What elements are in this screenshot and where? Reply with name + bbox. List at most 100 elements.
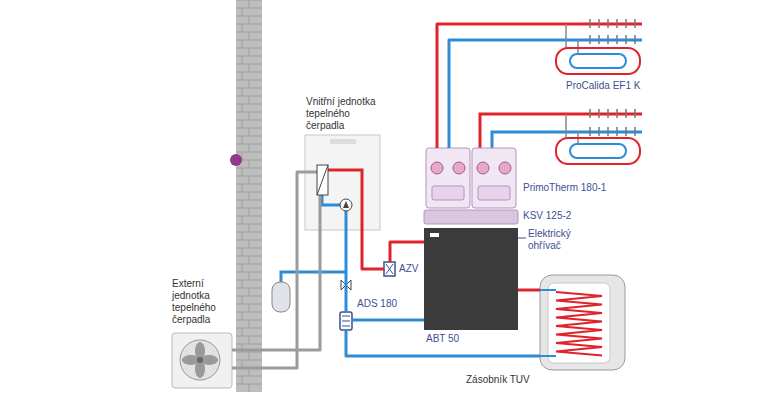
brick-joint [236, 8, 262, 9]
tap [634, 19, 636, 28]
tap [616, 127, 618, 136]
brick-joint [236, 24, 262, 25]
manifold-bar [548, 39, 642, 42]
separator-symbol [384, 262, 395, 276]
brick-joint [242, 232, 243, 240]
indoor-display [330, 139, 356, 144]
brick-joint [249, 112, 250, 120]
brick-joint [236, 264, 262, 265]
tap [616, 35, 618, 44]
component-box: Externí jednotka tepelného čerpadla [172, 333, 232, 388]
component-label: ABT 50 [426, 333, 459, 345]
wall-marker [230, 154, 236, 166]
manifold-bar [548, 23, 642, 26]
tap [598, 127, 600, 136]
tap [625, 35, 627, 44]
manifold-bar [480, 114, 642, 148]
component-label: KSV 125-2 [523, 210, 571, 222]
brick-joint [236, 376, 262, 377]
brick-joint [236, 104, 262, 105]
brick-joint [236, 56, 262, 57]
coil-winding [556, 292, 602, 356]
component-label: Zásobník TUV [466, 374, 530, 386]
brick-joint [236, 328, 262, 329]
tap [607, 35, 609, 44]
brick-joint [242, 168, 243, 176]
pipe [437, 24, 548, 148]
brick-joint [249, 80, 250, 88]
pump-symbol [477, 162, 489, 174]
tap [634, 35, 636, 44]
manifold-bar [492, 132, 642, 148]
tap [625, 19, 627, 28]
brick-joint [242, 56, 243, 64]
brick-joint [249, 384, 250, 392]
component-box: Zásobník TUV [540, 275, 625, 370]
brick-joint [249, 256, 250, 264]
tap [598, 19, 600, 28]
component-label: ADS 180 [357, 298, 397, 310]
component-label: AZV [399, 263, 418, 275]
heating-loop [556, 48, 640, 74]
tap [616, 109, 618, 118]
brick-joint [236, 312, 262, 313]
pump-symbol [340, 199, 352, 211]
tap [625, 127, 627, 136]
vessel-pipe [281, 272, 346, 282]
brick-joint [242, 120, 243, 128]
component-box: ABT 50 [424, 228, 518, 330]
fan-blades [182, 342, 218, 378]
brick-joint [242, 328, 243, 336]
component-box: Vnitřní jednotka tepelného čerpadla [305, 135, 380, 230]
brick-joint [249, 96, 250, 104]
tap [607, 127, 609, 136]
dirt-separator-symbol [340, 312, 352, 330]
brick-joint [249, 304, 250, 312]
brick-joint [236, 344, 262, 345]
dirt-separator-symbol [342, 316, 350, 326]
pump-module [426, 148, 470, 208]
tank-coil [540, 290, 602, 356]
component-box: KSV 125-2 [424, 210, 518, 224]
coil-port [540, 290, 556, 356]
brick-joint [242, 184, 243, 192]
heating-loop [556, 138, 640, 164]
tank-badge [430, 233, 439, 237]
brick-joint [249, 16, 250, 24]
component-label: PrimoTherm 180-1 [523, 182, 606, 194]
brick-joint [249, 272, 250, 280]
tap [598, 109, 600, 118]
outdoor-unit-symbol [172, 333, 232, 388]
brick-joint [249, 0, 250, 8]
brick-joint [236, 360, 262, 361]
brick-joint [242, 104, 243, 112]
brick-joint [249, 224, 250, 232]
tap [589, 127, 591, 136]
loop-drop [566, 114, 578, 144]
dhw-tank [540, 275, 625, 370]
brick-joint [242, 136, 243, 144]
pipe [449, 40, 548, 148]
brick-joint [242, 376, 243, 384]
brick-joint [236, 296, 262, 297]
brick-joint [249, 320, 250, 328]
brick-joint [242, 24, 243, 32]
component-label: Externí jednotka tepelného čerpadla [172, 278, 232, 326]
expansion-vessel [272, 282, 290, 312]
brick-joint [236, 232, 262, 233]
indoor-housing [305, 135, 380, 230]
loop-drop [566, 24, 578, 54]
brick-joint [249, 144, 250, 152]
distribution-manifold [424, 210, 518, 224]
pump-symbol [431, 162, 443, 174]
brick-joint [242, 280, 243, 288]
pipe [232, 230, 320, 350]
brick-joint [236, 216, 262, 217]
pump-groups [424, 148, 518, 224]
tap [625, 109, 627, 118]
pump-module [472, 148, 516, 208]
tap [634, 127, 636, 136]
